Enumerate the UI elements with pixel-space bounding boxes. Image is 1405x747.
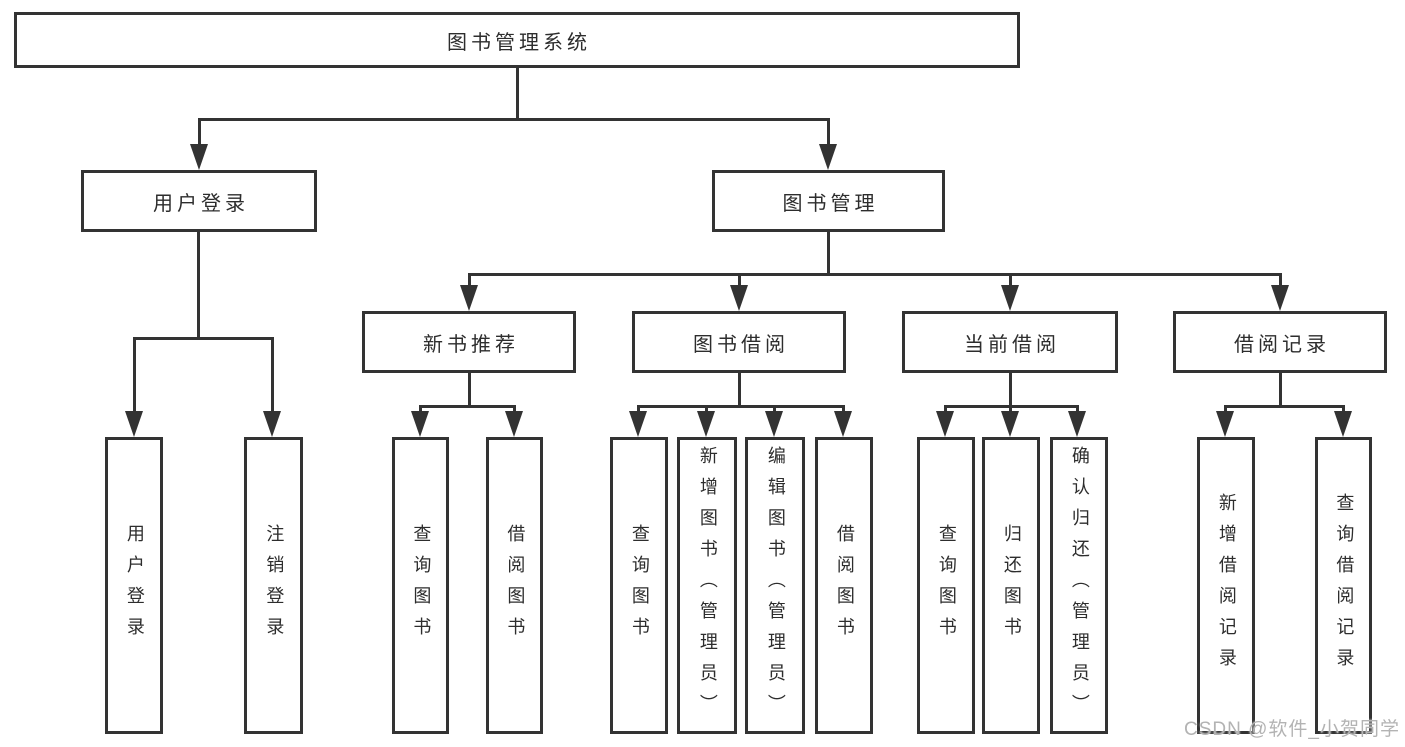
leaf-user-login-label: 用户登录	[124, 523, 145, 648]
connector-drop	[944, 405, 947, 412]
leaf-add-books-admin-label: 新增图书（管理员）	[697, 446, 718, 725]
leaf-borrow-books-label: 借阅图书	[505, 523, 526, 648]
connector-currentborrow-stem	[1009, 373, 1012, 405]
connector-userlogin-stem	[197, 232, 200, 337]
connector-root-bar	[198, 118, 830, 121]
leaf-borrow-books: 借阅图书	[815, 437, 873, 734]
node-user-login: 用户登录	[81, 170, 317, 232]
connector-drop	[1009, 405, 1012, 412]
node-new-book-recommend: 新书推荐	[362, 311, 576, 373]
node-new-book-recommend-label: 新书推荐	[423, 333, 519, 356]
arrow-down-icon	[411, 411, 429, 437]
connector-newbook-stem	[468, 373, 471, 405]
leaf-query-books-borrow: 查询图书	[610, 437, 668, 734]
leaf-return-books-label: 归还图书	[1001, 523, 1022, 648]
arrow-down-icon	[1001, 285, 1019, 311]
connector-drop-borrow-records	[1279, 273, 1282, 286]
node-root: 图书管理系统	[14, 12, 1020, 68]
arrow-down-icon	[834, 411, 852, 437]
leaf-edit-books-admin-label: 编辑图书（管理员）	[765, 446, 786, 725]
connector-bookborrow-stem	[738, 373, 741, 405]
connector-drop-book-borrow	[738, 273, 741, 286]
connector-drop-current-borrow	[1009, 273, 1012, 286]
arrow-down-icon	[697, 411, 715, 437]
arrow-down-icon	[1334, 411, 1352, 437]
connector-drop	[419, 405, 422, 412]
node-book-borrow-label: 图书借阅	[693, 333, 789, 356]
connector-drop	[637, 405, 640, 412]
connector-root-stem	[516, 68, 519, 118]
connector-drop-book-management	[827, 118, 830, 145]
arrow-down-icon	[819, 144, 837, 170]
connector-drop	[773, 405, 776, 412]
connector-drop	[1076, 405, 1079, 412]
connector-drop	[1342, 405, 1345, 412]
leaf-add-borrow-record: 新增借阅记录	[1197, 437, 1255, 734]
leaf-edit-books-admin: 编辑图书（管理员）	[745, 437, 805, 734]
leaf-user-login: 用户登录	[105, 437, 163, 734]
node-current-borrow: 当前借阅	[902, 311, 1118, 373]
node-book-management: 图书管理	[712, 170, 945, 232]
leaf-logout: 注销登录	[244, 437, 303, 734]
leaf-query-books-label: 查询图书	[411, 523, 432, 648]
connector-userlogin-bar	[133, 337, 274, 340]
connector-drop	[513, 405, 516, 412]
csdn-watermark: CSDN @软件_小贺同学	[1184, 719, 1400, 740]
arrow-down-icon	[190, 144, 208, 170]
leaf-query-borrow-record-label: 查询借阅记录	[1334, 492, 1355, 679]
arrow-down-icon	[765, 411, 783, 437]
leaf-query-books-recommend: 查询图书	[392, 437, 449, 734]
connector-borrowrecords-stem	[1279, 373, 1282, 405]
arrow-down-icon	[730, 285, 748, 311]
node-borrow-records: 借阅记录	[1173, 311, 1387, 373]
connector-bookmgmt-bar	[468, 273, 1281, 276]
arrow-down-icon	[125, 411, 143, 437]
arrow-down-icon	[1271, 285, 1289, 311]
connector-drop	[1224, 405, 1227, 412]
node-book-management-label: 图书管理	[782, 192, 879, 215]
arrow-down-icon	[1216, 411, 1234, 437]
connector-newbook-bar	[419, 405, 516, 408]
arrow-down-icon	[1001, 411, 1019, 437]
leaf-query-books-current: 查询图书	[917, 437, 975, 734]
arrow-down-icon	[1068, 411, 1086, 437]
arrow-down-icon	[263, 411, 281, 437]
node-borrow-records-label: 借阅记录	[1234, 333, 1330, 356]
leaf-query-books-label: 查询图书	[629, 523, 650, 648]
leaf-add-books-admin: 新增图书（管理员）	[677, 437, 737, 734]
connector-drop-login-leaf	[133, 337, 136, 412]
connector-drop-new-book	[468, 273, 471, 286]
node-current-borrow-label: 当前借阅	[964, 333, 1060, 356]
arrow-down-icon	[936, 411, 954, 437]
connector-bookmgmt-stem	[827, 232, 830, 273]
node-user-login-label: 用户登录	[153, 192, 249, 215]
arrow-down-icon	[460, 285, 478, 311]
connector-drop	[705, 405, 708, 412]
leaf-logout-label: 注销登录	[264, 523, 285, 648]
leaf-return-books: 归还图书	[982, 437, 1040, 734]
arrow-down-icon	[629, 411, 647, 437]
connector-drop-logout-leaf	[271, 337, 274, 412]
leaf-confirm-return-admin-label: 确认归还（管理员）	[1069, 446, 1090, 725]
connector-bookborrow-bar	[637, 405, 845, 408]
leaf-query-borrow-record: 查询借阅记录	[1315, 437, 1372, 734]
leaf-add-borrow-record-label: 新增借阅记录	[1216, 492, 1237, 679]
leaf-borrow-books-label: 借阅图书	[834, 523, 855, 648]
node-book-borrow: 图书借阅	[632, 311, 846, 373]
leaf-query-books-label: 查询图书	[936, 523, 957, 648]
node-root-label: 图书管理系统	[447, 31, 591, 54]
connector-borrowrecords-bar	[1224, 405, 1344, 408]
arrow-down-icon	[505, 411, 523, 437]
leaf-borrow-books-recommend: 借阅图书	[486, 437, 543, 734]
connector-drop	[842, 405, 845, 412]
leaf-confirm-return-admin: 确认归还（管理员）	[1050, 437, 1108, 734]
connector-drop-user-login	[198, 118, 201, 145]
